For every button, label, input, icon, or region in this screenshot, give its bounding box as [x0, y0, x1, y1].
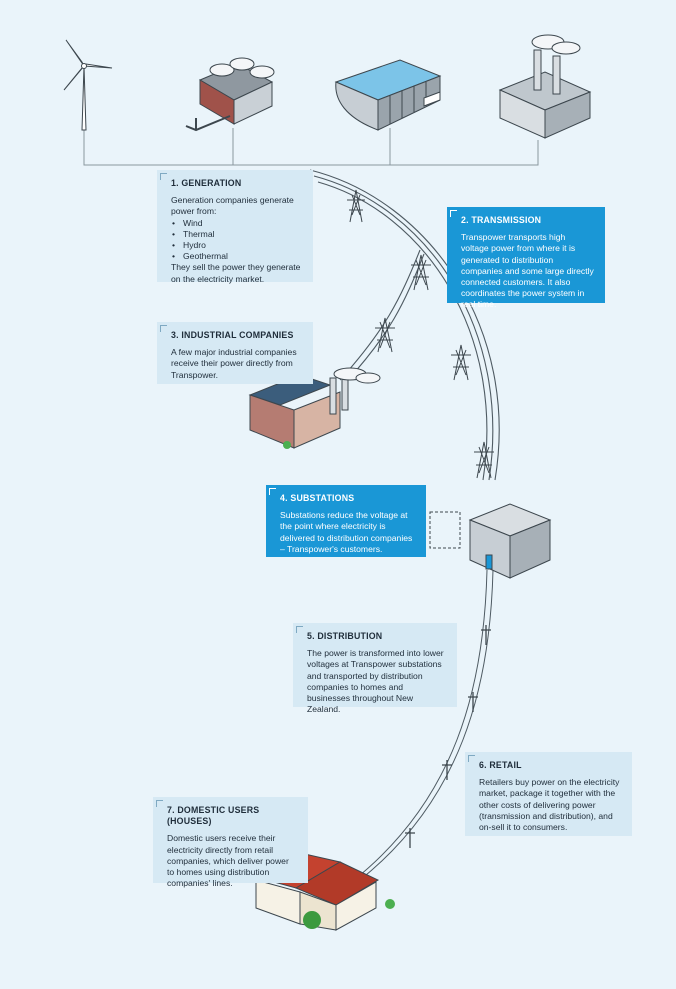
substations-info-box: 4. SUBSTATIONS Substations reduce the vo… — [266, 485, 426, 557]
wind-turbine-icon — [63, 39, 113, 131]
generation-outro: They sell the power they generate on the… — [171, 262, 301, 284]
distribution-body: The power is transformed into lower volt… — [307, 648, 444, 715]
pylon-icon — [347, 189, 365, 223]
generation-intro: Generation companies generate power from… — [171, 195, 294, 217]
industrial-info-box: 3. INDUSTRIAL COMPANIES A few major indu… — [157, 322, 313, 384]
corner-marker — [160, 325, 167, 332]
pylon-icon — [451, 344, 471, 381]
pylon-icon — [474, 441, 494, 479]
corner-marker — [160, 173, 167, 180]
industrial-factory-icon — [248, 367, 381, 449]
distribution-title: 5. DISTRIBUTION — [307, 631, 383, 641]
pole-icon — [405, 625, 491, 848]
retail-info-box: 6. RETAIL Retailers buy power on the ele… — [465, 752, 632, 836]
distribution-info-box: 5. DISTRIBUTION The power is transformed… — [293, 623, 457, 714]
corner-marker — [450, 210, 457, 217]
list-item: Wind — [171, 218, 303, 229]
list-item: Geothermal — [171, 251, 303, 262]
distribution-lines — [353, 569, 494, 881]
retail-title: 6. RETAIL — [479, 760, 522, 770]
hydro-dam-icon — [334, 59, 442, 131]
domestic-title: 7. DOMESTIC USERS (HOUSES) — [167, 805, 260, 827]
industrial-title: 3. INDUSTRIAL COMPANIES — [171, 330, 294, 340]
generation-source-list: Wind Thermal Hydro Geothermal — [171, 218, 303, 263]
list-item: Thermal — [171, 229, 303, 240]
industrial-body: A few major industrial companies receive… — [171, 347, 297, 380]
pylon-icon — [375, 317, 395, 353]
substations-title: 4. SUBSTATIONS — [280, 493, 355, 503]
corner-marker — [156, 800, 163, 807]
generation-title: 1. GENERATION — [171, 178, 242, 188]
domestic-body: Domestic users receive their electricity… — [167, 833, 289, 889]
corner-marker — [269, 488, 276, 495]
substations-body: Substations reduce the voltage at the po… — [280, 510, 413, 554]
generation-info-box: 1. GENERATION Generation companies gener… — [157, 170, 313, 284]
list-item: Hydro — [171, 240, 303, 251]
geothermal-plant-icon — [498, 34, 592, 139]
transmission-title: 2. TRANSMISSION — [461, 215, 542, 225]
transmission-body: Transpower transports high voltage power… — [461, 232, 594, 310]
transmission-info-box: 2. TRANSMISSION Transpower transports hi… — [447, 207, 605, 309]
generation-connector-lines — [83, 128, 539, 166]
domestic-info-box: 7. DOMESTIC USERS (HOUSES) Domestic user… — [153, 797, 308, 888]
pylon-icon — [411, 254, 431, 291]
thermal-plant-icon — [185, 57, 275, 132]
retail-body: Retailers buy power on the electricity m… — [479, 777, 620, 833]
corner-marker — [468, 755, 475, 762]
corner-marker — [296, 626, 303, 633]
substation-icon — [429, 503, 552, 579]
